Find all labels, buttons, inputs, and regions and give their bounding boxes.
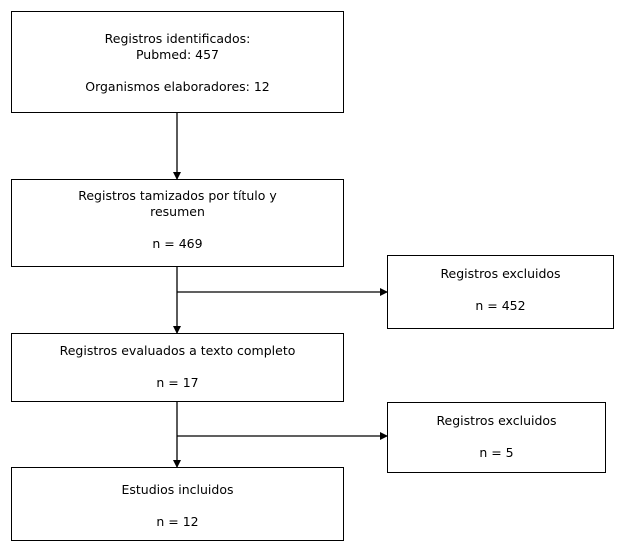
box-excluded-2: Registros excluidos n = 5	[387, 402, 606, 473]
text-line: n = 17	[156, 375, 199, 390]
text-line	[12, 359, 343, 375]
box-excluded-1: Registros excluidos n = 452	[387, 255, 614, 329]
text-line: Registros excluidos	[440, 266, 561, 281]
text-line	[12, 220, 343, 236]
text-line: n = 5	[479, 445, 514, 460]
text-line: Organismos elaboradores: 12	[85, 79, 270, 94]
box-screened: Registros tamizados por título y resumen…	[11, 179, 344, 267]
text-line: Pubmed: 457	[135, 47, 220, 62]
text-line	[388, 282, 613, 298]
box-fulltext: Registros evaluados a texto completo n =…	[11, 333, 344, 402]
text-line	[12, 498, 343, 514]
text-line: n = 452	[475, 298, 526, 313]
text-line: resumen	[150, 204, 205, 219]
text-line: Registros tamizados por título y	[78, 188, 277, 203]
text-line	[388, 429, 605, 445]
text-line: Registros excluidos	[436, 413, 557, 428]
text-line: Registros identificados:	[104, 31, 251, 46]
text-line: n = 12	[156, 514, 199, 529]
text-line: Registros evaluados a texto completo	[59, 343, 296, 358]
text-line: Estudios incluidos	[121, 482, 234, 497]
box-included: Estudios incluidos n = 12	[11, 467, 344, 541]
text-line	[12, 63, 343, 79]
box-identified: Registros identificados: Pubmed: 457 Org…	[11, 11, 344, 113]
text-line: n = 469	[152, 236, 203, 251]
